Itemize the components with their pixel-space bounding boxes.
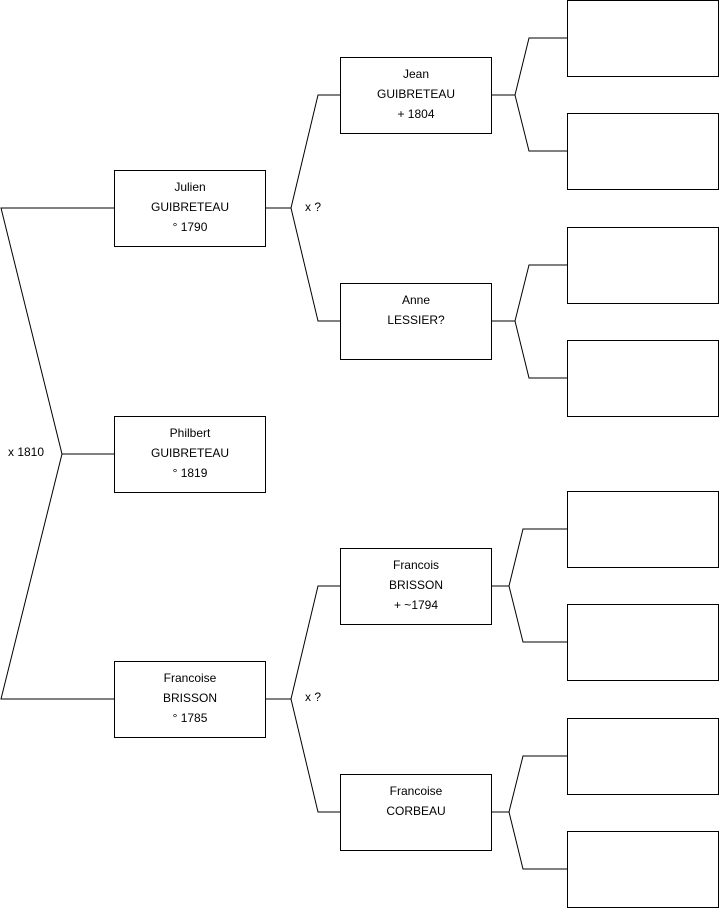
person-box-empty[interactable]	[567, 491, 719, 568]
person-box-empty[interactable]	[567, 0, 719, 77]
person-box-paternal-grandmother[interactable]: Anne LESSIER?	[340, 283, 492, 360]
marriage-label-maternal: x ?	[305, 690, 322, 704]
life-event: ° 1790	[172, 220, 208, 234]
given-name: Julien	[174, 180, 206, 194]
life-event: ° 1819	[172, 466, 208, 480]
person-box-empty[interactable]	[567, 113, 719, 190]
surname: GUIBRETEAU	[376, 87, 455, 101]
given-name: Francoise	[389, 784, 443, 798]
marriage-label-paternal: x ?	[305, 200, 322, 214]
connector-maternal-grandparents	[265, 585, 340, 813]
person-box-paternal-grandfather[interactable]: Jean GUIBRETEAU + 1804	[340, 57, 492, 134]
life-event: + ~1794	[393, 598, 439, 612]
person-box-empty[interactable]	[567, 718, 719, 795]
person-box-father[interactable]: Julien GUIBRETEAU ° 1790	[114, 170, 266, 247]
person-box-empty[interactable]	[567, 340, 719, 417]
connector-paternal-grandparents	[265, 94, 340, 322]
surname: BRISSON	[388, 578, 443, 592]
person-box-mother[interactable]: Francoise BRISSON ° 1785	[114, 661, 266, 738]
life-event: ° 1785	[172, 711, 208, 725]
life-event: + 1804	[397, 107, 435, 121]
surname: GUIBRETEAU	[150, 446, 229, 460]
surname: BRISSON	[162, 691, 217, 705]
surname: GUIBRETEAU	[150, 200, 229, 214]
connector-parents	[0, 207, 114, 700]
given-name: Jean	[402, 67, 430, 81]
given-name: Anne	[401, 293, 431, 307]
given-name: Philbert	[169, 426, 211, 440]
given-name: Francoise	[163, 671, 217, 685]
surname: CORBEAU	[386, 804, 446, 818]
person-box-empty[interactable]	[567, 227, 719, 304]
person-box-empty[interactable]	[567, 604, 719, 681]
given-name: Francois	[392, 558, 439, 572]
connector-gg-4	[491, 755, 567, 870]
person-box-maternal-grandmother[interactable]: Francoise CORBEAU	[340, 774, 492, 851]
person-box-empty[interactable]	[567, 831, 719, 908]
connector-gg-3	[491, 528, 567, 643]
connector-gg-1	[491, 37, 567, 152]
connector-gg-2	[491, 264, 567, 379]
marriage-label-parents: x 1810	[8, 445, 45, 459]
person-box-maternal-grandfather[interactable]: Francois BRISSON + ~1794	[340, 548, 492, 625]
surname: LESSIER?	[387, 313, 445, 327]
person-box-child[interactable]: Philbert GUIBRETEAU ° 1819	[114, 416, 266, 493]
